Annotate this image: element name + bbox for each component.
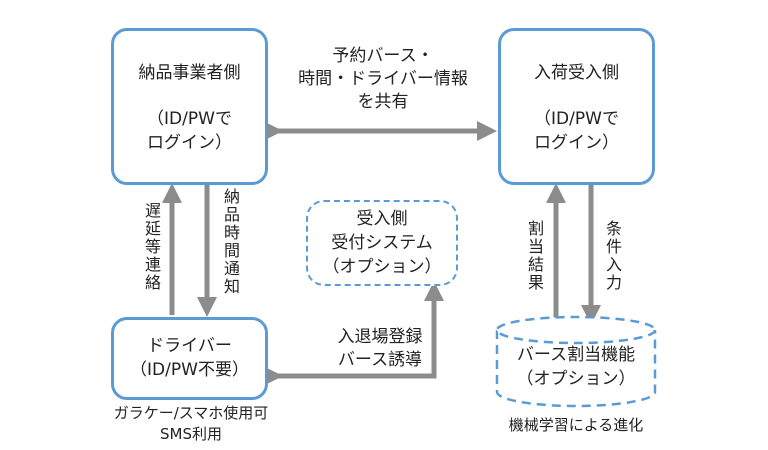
berth-allocation-node bbox=[495, 315, 657, 408]
receiving-side-title: 入荷受入側 bbox=[534, 63, 619, 83]
berth-allocation-line1: バース割当機能 bbox=[516, 345, 636, 365]
entry-exit-label-line1: 入退場登録 bbox=[337, 327, 423, 347]
entry-exit-arrow bbox=[263, 280, 444, 386]
ml-note: 機械学習による進化 bbox=[508, 416, 644, 434]
driver-note-1: ガラケー/スマホ使用可 bbox=[113, 404, 269, 422]
delay-contact-label: 遅延等連絡 bbox=[142, 202, 161, 292]
receiving-side-login-line1: （ID/PWで bbox=[534, 109, 619, 129]
reception-system-node bbox=[306, 200, 458, 286]
driver-line2: （ID/PW不要） bbox=[130, 360, 249, 380]
driver-node bbox=[111, 317, 268, 400]
allocation-result-label: 割当結果 bbox=[525, 220, 544, 292]
share-info-label-line3: を共有 bbox=[357, 92, 409, 112]
reception-system-line2: 受付システム bbox=[331, 233, 433, 253]
berth-allocation-line2: （オプション） bbox=[516, 369, 636, 389]
delivery-vendor-title: 納品事業者側 bbox=[138, 63, 241, 83]
entry-exit-label-line2: バース誘導 bbox=[337, 350, 423, 370]
reception-system-line3: （オプション） bbox=[322, 257, 442, 277]
delivery-time-notice-label: 納品時間通知 bbox=[221, 188, 240, 296]
condition-input-label: 条件入力 bbox=[603, 220, 622, 292]
share-info-label-line2: 時間・ドライバー情報 bbox=[298, 69, 468, 89]
delivery-vendor-login-line1: （ID/PWで bbox=[147, 109, 232, 129]
receiving-side-node bbox=[498, 28, 655, 185]
delivery-vendor-node bbox=[111, 28, 268, 185]
driver-note-2: SMS利用 bbox=[160, 425, 222, 443]
share-info-label-line1: 予約バース・ bbox=[332, 46, 434, 66]
driver-line1: ドライバー bbox=[147, 336, 232, 356]
delivery-vendor-login-line2: ログイン） bbox=[147, 133, 232, 153]
receiving-side-login-line2: ログイン） bbox=[534, 133, 619, 153]
reception-system-line1: 受入側 bbox=[356, 209, 408, 229]
